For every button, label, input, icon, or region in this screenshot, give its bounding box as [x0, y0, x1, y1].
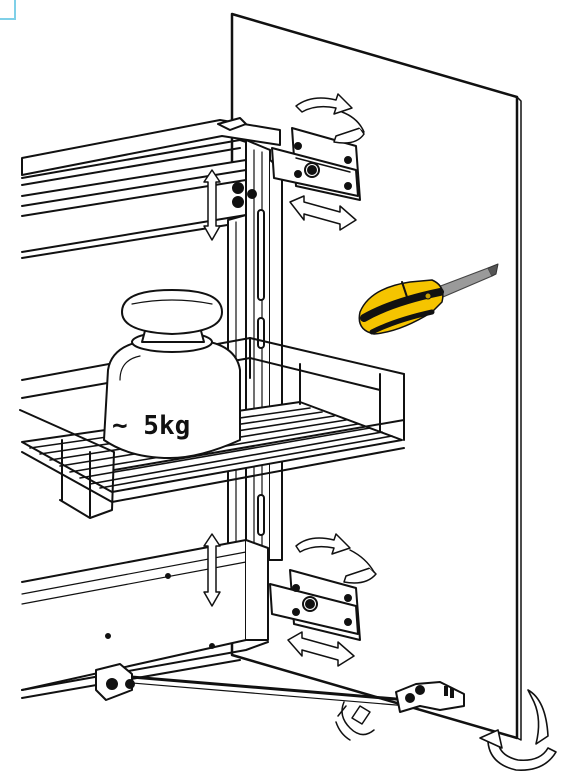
- screwdriver-icon: [358, 263, 499, 335]
- lower-door-bracket: [269, 569, 361, 641]
- knob-rotate-icon: [335, 701, 375, 741]
- vertical-arrow-icon-lower: [203, 533, 221, 607]
- weight-label: ~ 5kg: [112, 411, 190, 441]
- post-screws-upper: [232, 182, 257, 208]
- lower-frame: [21, 539, 269, 699]
- horizontal-arrow-icon-upper: [289, 195, 357, 231]
- rotate-arrow-icon-bottom: [479, 689, 557, 771]
- horizontal-arrow-icon-lower: [287, 631, 355, 667]
- linkage-rod: [95, 663, 465, 713]
- rotate-arrow-icon-lower: [295, 533, 377, 584]
- weight-icon: ~ 5kg: [103, 289, 241, 459]
- rotate-arrow-icon-upper: [295, 93, 365, 144]
- corner-mark: [0, 0, 16, 20]
- vertical-arrow-icon-upper: [203, 169, 221, 241]
- upper-door-bracket: [271, 127, 361, 201]
